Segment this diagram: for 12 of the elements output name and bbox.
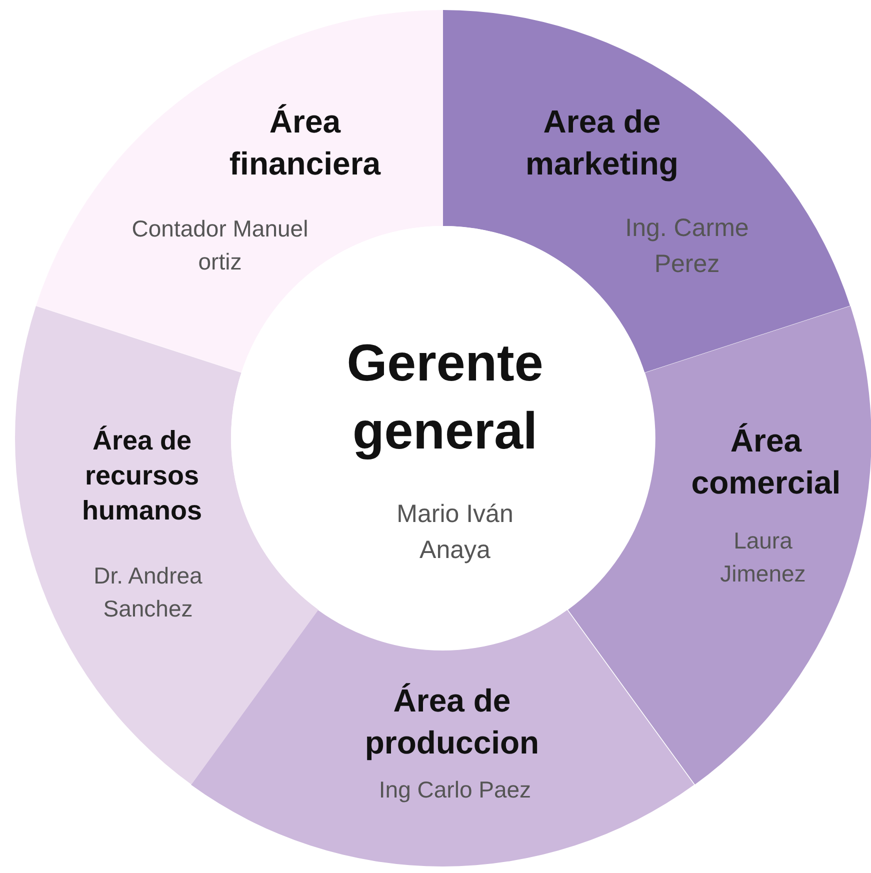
area-title: Área comercial [690,421,842,502]
area-title: Área de recursos humanos [80,424,203,528]
person-name: Mario Iván Anaya [396,498,514,566]
area-title: Area de marketing [524,102,680,184]
person-name: Ing. Carme Perez [624,212,750,280]
role-title: Gerente general [346,333,544,462]
person-name: Dr. Andrea Sanchez [92,562,204,624]
person-name: Laura Jimenez [719,526,807,589]
area-title: Área de produccion [364,681,540,762]
person-name: Contador Manuel ortiz [130,214,310,277]
area-title: Área financiera [228,102,382,183]
person-name: Ing Carlo Paez [378,775,532,804]
